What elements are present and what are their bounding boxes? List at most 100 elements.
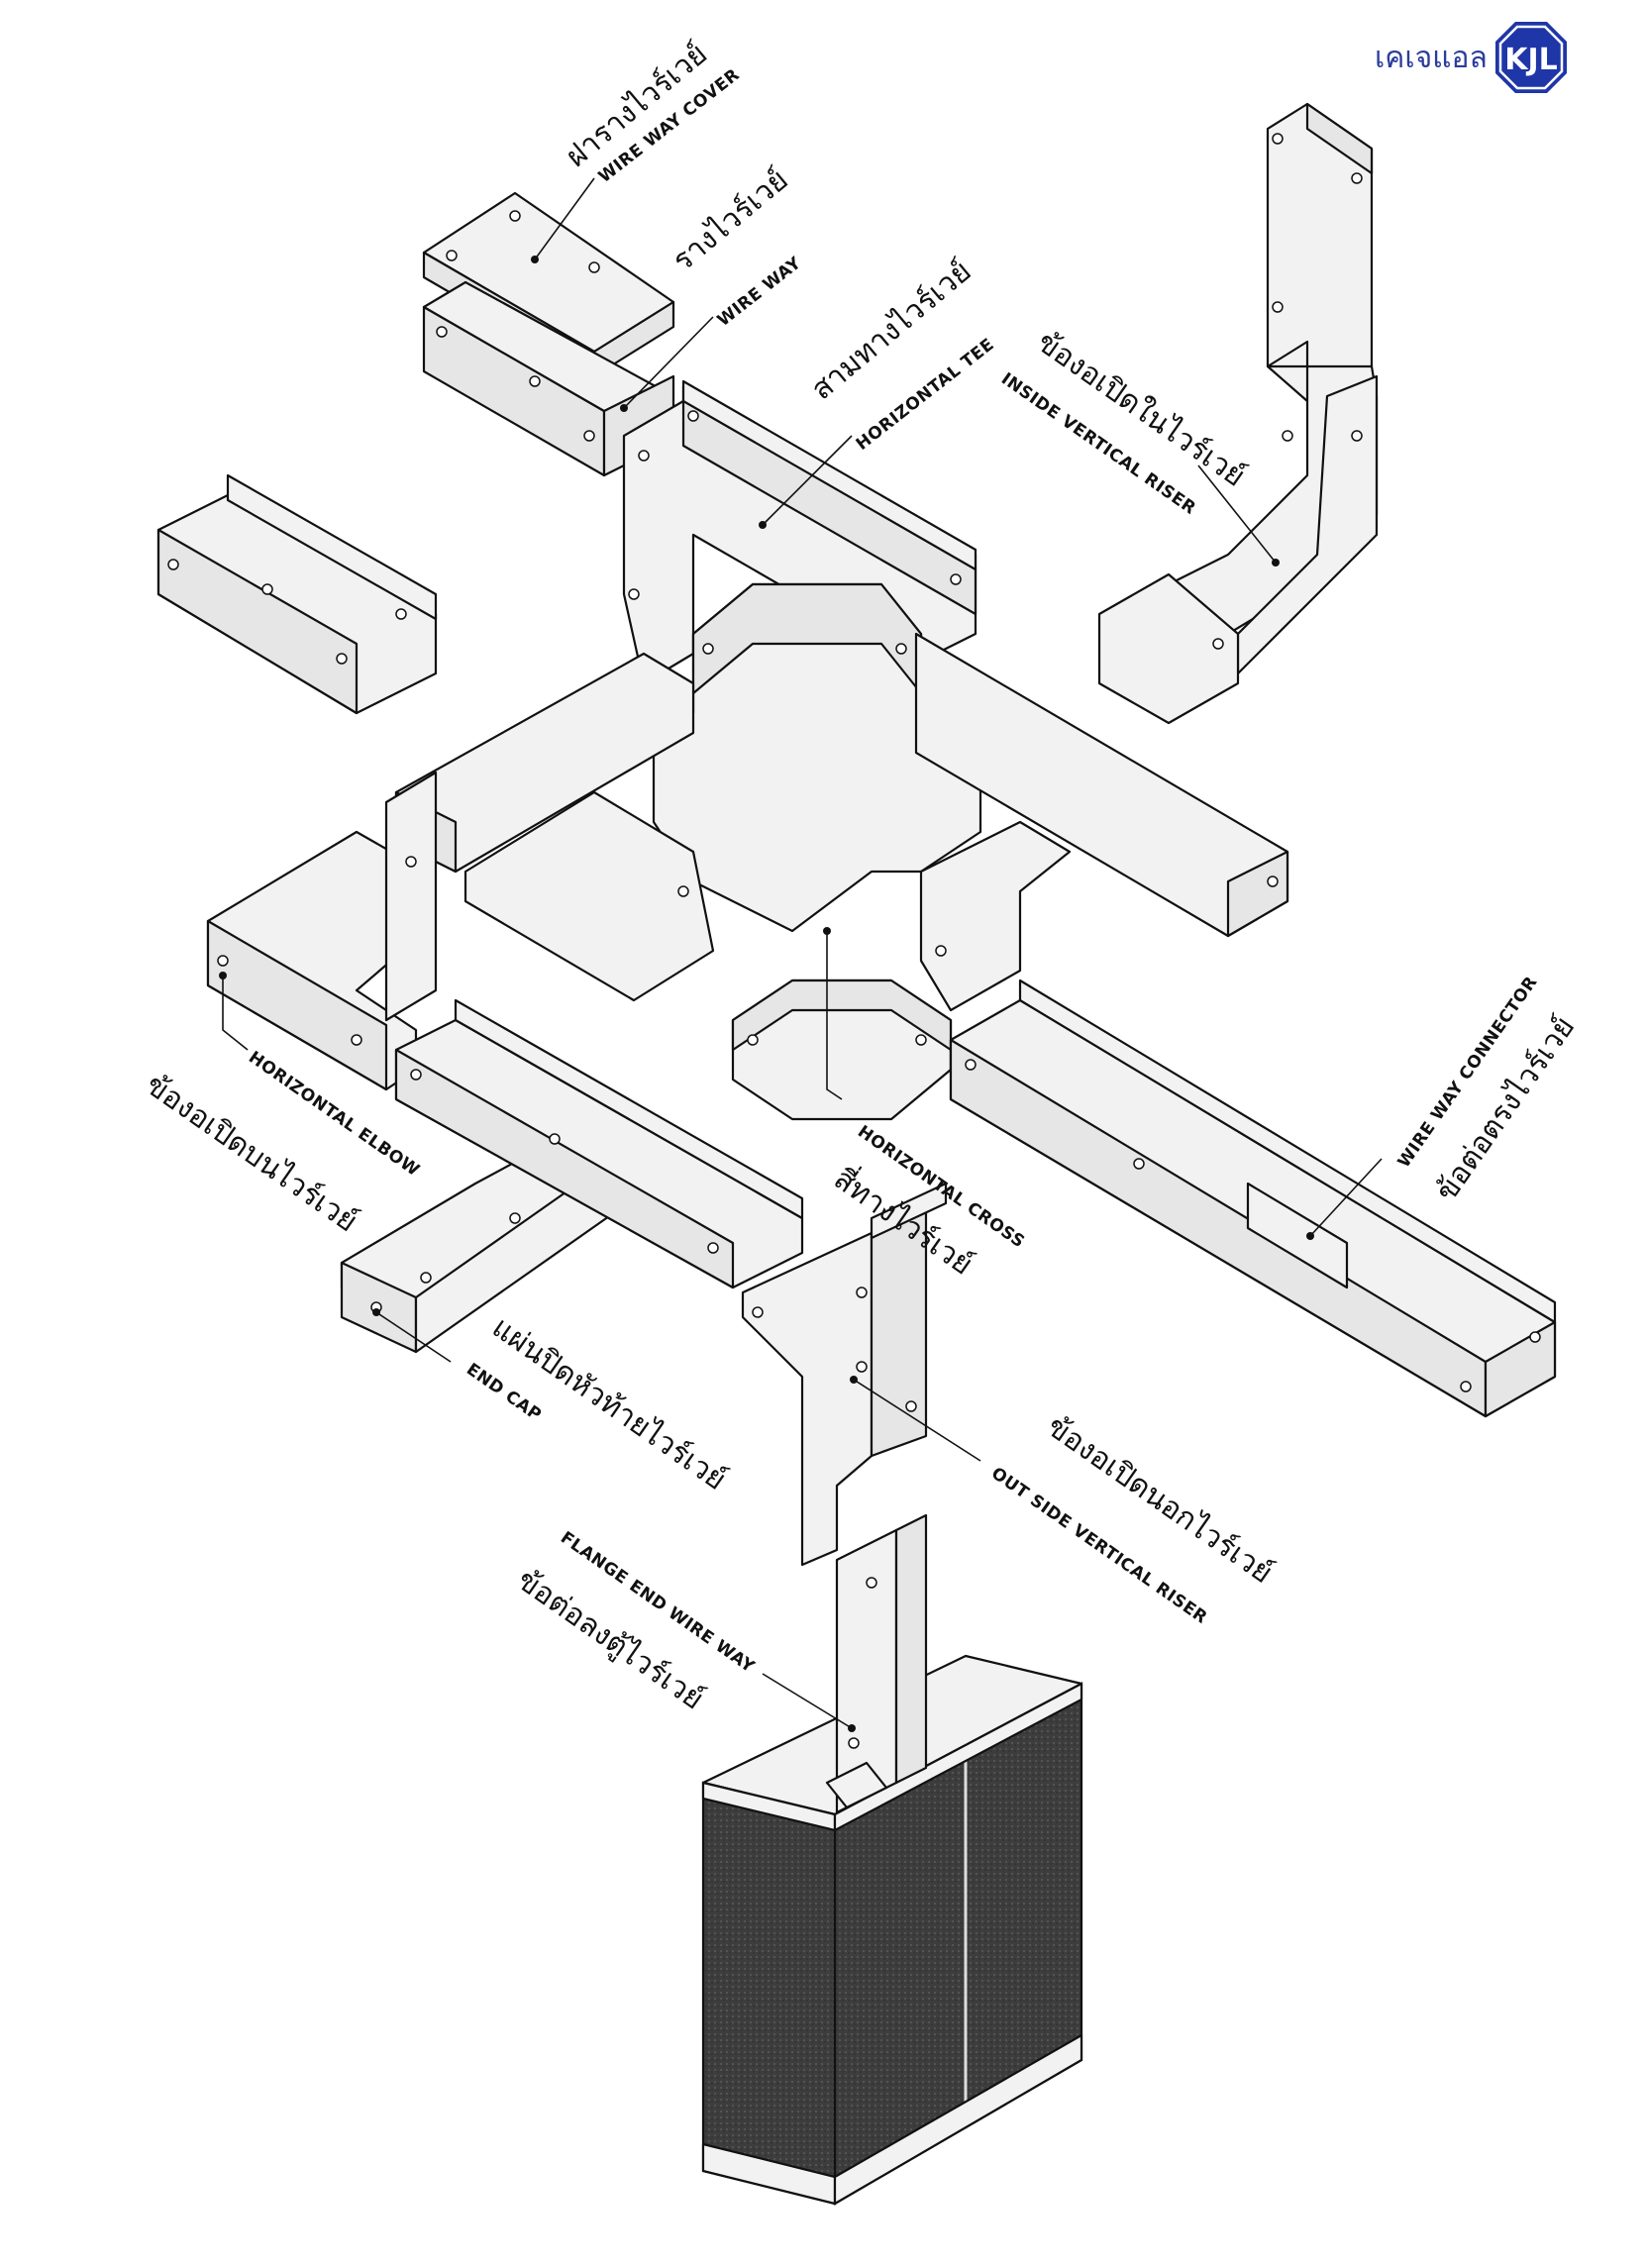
inside-vertical-riser — [1097, 102, 1379, 725]
wire-way-piece — [422, 280, 675, 477]
hole — [420, 1272, 432, 1284]
hole — [1529, 1331, 1541, 1343]
riser-upper-cap — [1305, 102, 1374, 175]
leader-horizontal-tee — [762, 435, 853, 526]
hole — [529, 375, 541, 387]
label-th-wire-way: รางไวร์เวย์ — [666, 161, 795, 278]
hole — [509, 1212, 521, 1224]
leader-outside-riser — [853, 1379, 981, 1462]
leader-dot — [1306, 1232, 1314, 1240]
hole — [583, 430, 595, 442]
label-th-flange-end: ข้อต่อลงตู้ไวร์เวย์ — [510, 1562, 710, 1716]
branch-face — [394, 1048, 735, 1289]
hole — [1272, 133, 1284, 145]
hole — [446, 250, 458, 261]
hole — [351, 1034, 362, 1046]
cross-right-end — [1226, 850, 1289, 938]
leader-dot — [531, 256, 539, 263]
arm-left-back-face — [156, 528, 359, 715]
leader-wire-way — [623, 316, 714, 409]
riser-bend-right — [1236, 374, 1379, 675]
leader-dot — [620, 404, 628, 412]
label-en-outside-riser: OUT SIDE VERTICAL RISER — [987, 1464, 1210, 1628]
hole — [856, 1287, 868, 1298]
hole — [702, 643, 714, 655]
lower-left-branch — [394, 998, 804, 1289]
riser-upper-face — [741, 1231, 874, 1567]
logo-badge-icon: KJL — [1494, 22, 1567, 93]
hole — [866, 1577, 877, 1589]
hole — [687, 410, 699, 422]
hole — [167, 559, 179, 570]
label-en-wire-way: WIRE WAY — [714, 254, 805, 331]
left-back-arm — [156, 473, 438, 715]
cabinet — [701, 1654, 1083, 2206]
hole — [677, 885, 689, 897]
cross-right-loop — [919, 820, 1072, 1012]
elbow-riser-rail — [384, 771, 438, 1022]
riser-base — [1097, 572, 1240, 725]
hole — [752, 1306, 764, 1318]
hole — [905, 1400, 917, 1412]
hole — [1133, 1158, 1145, 1170]
leader-dot — [1272, 559, 1280, 567]
leader-dot — [219, 972, 227, 979]
hole — [747, 1034, 759, 1046]
hole — [628, 588, 640, 600]
outside-vertical-riser — [741, 1182, 948, 1814]
hole — [1460, 1381, 1472, 1392]
arm-left-back-lip — [226, 473, 438, 621]
wire-way-connector-run — [949, 979, 1557, 1418]
branch-lip — [454, 998, 804, 1220]
connector-sleeve — [1246, 1182, 1349, 1289]
hole — [1351, 430, 1363, 442]
hole — [1351, 172, 1363, 184]
cabinet-front-left — [701, 1781, 837, 2206]
leader-horizontal-cross — [826, 931, 843, 1100]
hole — [1267, 876, 1279, 887]
leader-end-cap — [375, 1311, 452, 1363]
hole — [405, 856, 417, 868]
leader-inside-riser — [1197, 464, 1277, 564]
hole — [395, 608, 407, 620]
label-th-horizontal-elbow: ข้องอเปิดบนไวร์เวย์ — [139, 1067, 363, 1239]
riser-lip — [870, 1182, 948, 1240]
hole — [588, 261, 600, 273]
tee-back-lip — [681, 379, 977, 571]
leader-dot — [850, 1376, 858, 1384]
hole — [217, 955, 229, 967]
hole — [848, 1737, 860, 1749]
leader-dot — [372, 1308, 380, 1316]
cabinet-top-band-right — [833, 1682, 1083, 1832]
hole — [436, 326, 448, 338]
leader-connector — [1309, 1158, 1383, 1237]
hole — [915, 1034, 927, 1046]
leader-flange-end — [762, 1673, 853, 1729]
hole — [1282, 430, 1293, 442]
central-cross — [394, 582, 1289, 1121]
hole — [935, 945, 947, 957]
hole — [1272, 301, 1284, 313]
cross-left-loop — [463, 790, 715, 1002]
leader-horizontal-elbow — [222, 976, 249, 1051]
hole — [549, 1133, 561, 1145]
hole — [950, 573, 962, 585]
riser-lower-side — [894, 1513, 928, 1785]
leaders — [219, 177, 1383, 1732]
hole — [1212, 638, 1224, 650]
leader-dot — [823, 927, 831, 935]
hole — [895, 643, 907, 655]
logo-badge-text: KJL — [1504, 43, 1558, 77]
hole — [707, 1242, 719, 1254]
hole — [638, 450, 650, 462]
brand-logo: เคเจแอล KJL — [1375, 20, 1569, 95]
leader-wire-way-cover — [534, 177, 595, 260]
leader-dot — [848, 1724, 856, 1732]
connector-run-lip — [1018, 979, 1557, 1324]
hole — [410, 1069, 422, 1081]
flange-tab — [825, 1761, 888, 1809]
hole — [856, 1361, 868, 1373]
hole — [336, 653, 348, 665]
